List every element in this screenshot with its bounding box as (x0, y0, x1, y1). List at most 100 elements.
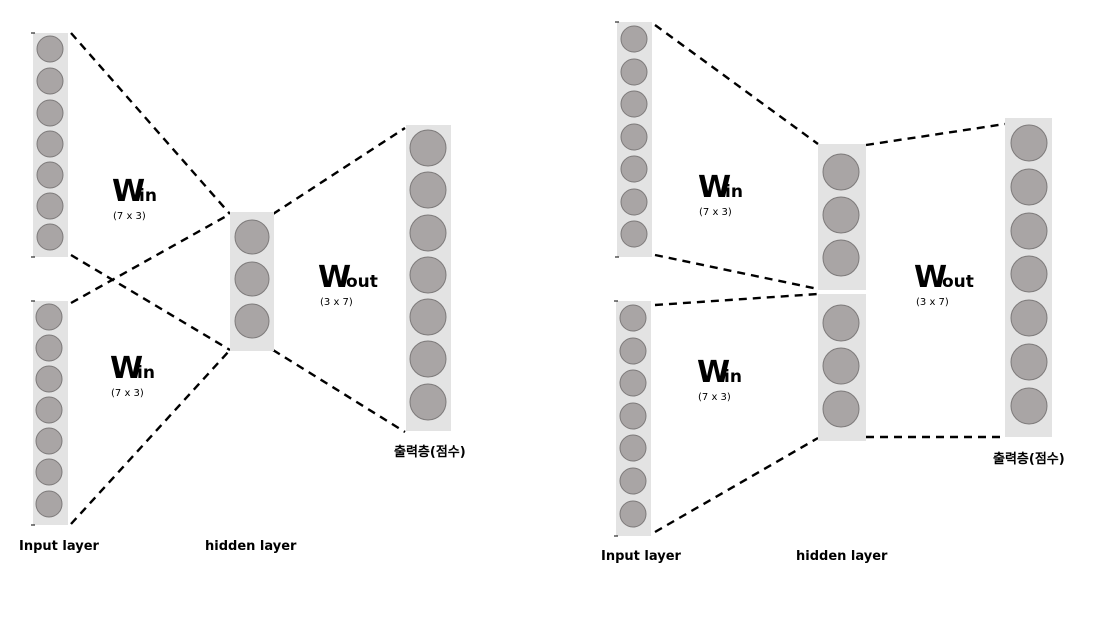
input-neuron (620, 25, 648, 53)
connection-line (654, 24, 819, 145)
output-layer-label: 출력층(점수) (993, 451, 1065, 467)
weight-symbol: W (914, 260, 947, 295)
hidden-neuron (822, 239, 860, 277)
weight-dims: (7 x 3) (698, 392, 731, 403)
right-w-in-2-label: W in (7 x 3) (697, 355, 742, 403)
weight-subscript: in (724, 367, 742, 387)
input-neuron (35, 303, 63, 331)
input-neuron (620, 90, 648, 118)
left-input-layer-1 (31, 32, 68, 258)
right-diagram: W in (7 x 3) W in (7 x 3) W out (3 x 7) … (601, 21, 1065, 564)
output-neuron (1010, 343, 1048, 381)
connection-line (70, 349, 231, 525)
input-neuron (620, 188, 648, 216)
right-input-layer-1 (615, 21, 652, 258)
right-hidden-layer-2 (818, 294, 866, 441)
right-w-out-label: W out (3 x 7) (914, 260, 974, 308)
output-layer-label: 출력층(점수) (394, 444, 466, 460)
output-neuron (1010, 387, 1048, 425)
input-neuron (35, 490, 63, 518)
left-input-layer-2 (31, 300, 68, 526)
output-neuron (409, 383, 447, 421)
left-output-layer (406, 125, 451, 431)
connection-line (70, 253, 231, 352)
weight-symbol: W (318, 260, 351, 295)
hidden-neuron (822, 390, 860, 428)
input-neuron (619, 434, 647, 462)
output-neuron (1010, 255, 1048, 293)
output-neuron (1010, 299, 1048, 337)
output-neuron (1010, 168, 1048, 206)
weight-subscript: out (942, 272, 974, 292)
hidden-layer-label: hidden layer (205, 539, 297, 554)
input-neuron (36, 192, 64, 220)
weight-subscript: in (137, 363, 155, 383)
hidden-neuron (234, 303, 270, 339)
input-neuron (36, 130, 64, 158)
input-neuron (619, 467, 647, 495)
weight-dims: (7 x 3) (111, 388, 144, 399)
input-neuron (619, 304, 647, 332)
hidden-neuron (822, 347, 860, 385)
output-neuron (1010, 212, 1048, 250)
input-layer-label: Input layer (19, 539, 100, 554)
connection-line (272, 126, 406, 216)
input-neuron (35, 427, 63, 455)
connection-line (654, 436, 819, 534)
hidden-layer-label: hidden layer (796, 549, 888, 564)
right-w-in-1-label: W in (7 x 3) (698, 170, 743, 218)
weight-subscript: in (725, 182, 743, 202)
input-neuron (619, 500, 647, 528)
hidden-neuron (234, 261, 270, 297)
input-neuron (35, 334, 63, 362)
input-neuron (36, 161, 64, 189)
input-neuron (620, 155, 648, 183)
connection-line (654, 292, 819, 307)
input-neuron (619, 369, 647, 397)
right-output-layer (1005, 118, 1052, 437)
input-neuron (619, 337, 647, 365)
weight-symbol: W (697, 355, 730, 390)
weight-dims: (7 x 3) (699, 207, 732, 218)
output-neuron (409, 129, 447, 167)
output-neuron (1010, 124, 1048, 162)
input-neuron (36, 99, 64, 127)
right-connections (654, 24, 1006, 534)
input-neuron (36, 67, 64, 95)
connection-line (70, 32, 231, 215)
input-neuron (620, 123, 648, 151)
weight-dims: (3 x 7) (320, 297, 353, 308)
weight-symbol: W (112, 174, 145, 209)
input-neuron (36, 35, 64, 63)
left-hidden-layer (230, 212, 274, 351)
input-neuron (35, 396, 63, 424)
weight-subscript: in (139, 186, 157, 206)
hidden-neuron (822, 304, 860, 342)
connection-line (272, 348, 406, 434)
input-neuron (620, 220, 648, 248)
input-neuron (620, 58, 648, 86)
left-w-in-1-label: W in (7 x 3) (112, 174, 157, 222)
output-neuron (409, 298, 447, 336)
input-layer-label: Input layer (601, 549, 682, 564)
weight-symbol: W (110, 351, 143, 386)
input-neuron (36, 223, 64, 251)
output-neuron (409, 256, 447, 294)
connection-line (654, 253, 819, 291)
left-connections (70, 32, 406, 525)
left-w-out-label: W out (3 x 7) (318, 260, 378, 308)
input-neuron (35, 365, 63, 393)
hidden-neuron (234, 219, 270, 255)
right-hidden-layer-1 (818, 144, 866, 290)
hidden-neuron (822, 196, 860, 234)
input-neuron (35, 458, 63, 486)
weight-dims: (3 x 7) (916, 297, 949, 308)
output-neuron (409, 171, 447, 209)
weight-symbol: W (698, 170, 731, 205)
weight-dims: (7 x 3) (113, 211, 146, 222)
output-neuron (409, 340, 447, 378)
left-w-in-2-label: W in (7 x 3) (110, 351, 155, 399)
right-input-layer-2 (614, 300, 651, 537)
output-neuron (409, 214, 447, 252)
